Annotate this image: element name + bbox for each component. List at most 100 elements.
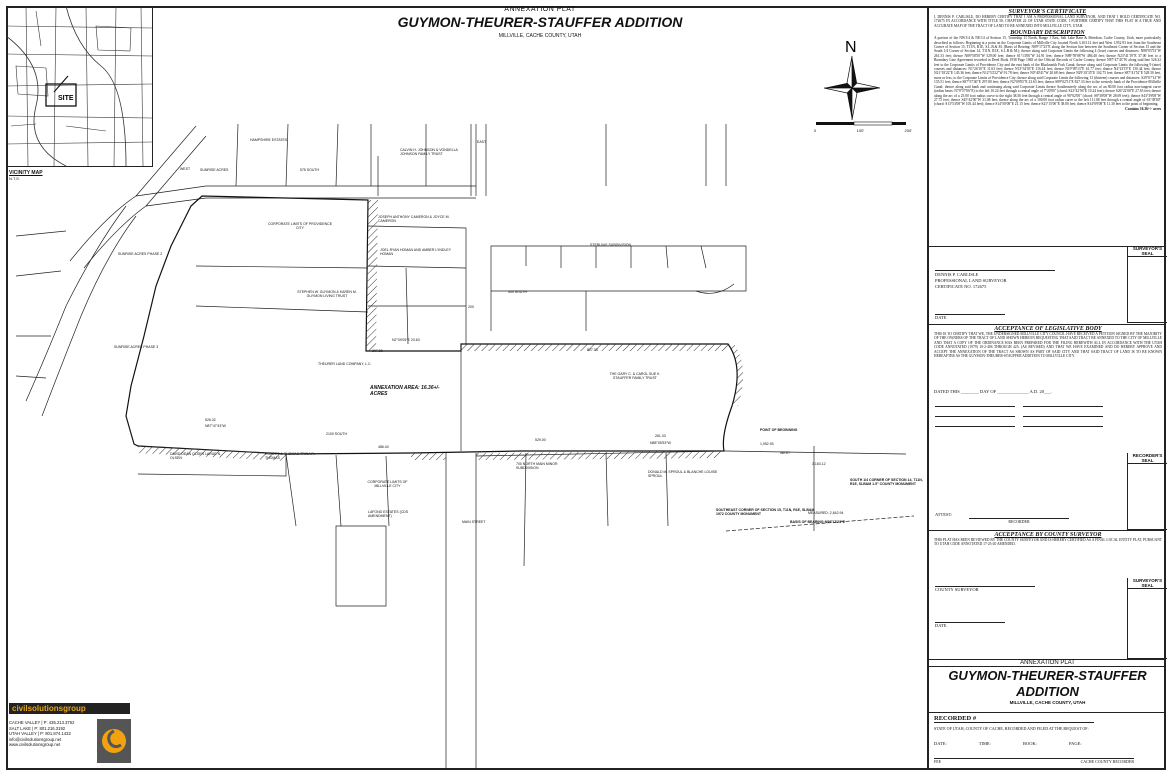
south-quarter-corner-label: SOUTH 1/4 CORNER OF SECTION 14, T11N, R1… <box>850 478 923 486</box>
company-logo: civilsolutionsgroup <box>9 703 130 714</box>
street-label-2100-south: 2100 SOUTH <box>326 432 348 436</box>
point-of-beginning-label: POINT OF BEGINNING <box>760 428 798 432</box>
recorder-seal-label: RECORDER'S SEAL <box>1128 453 1167 464</box>
recording-block: RECORDED # STATE OF UTAH, COUNTY OF CACH… <box>934 715 1162 764</box>
dim-bearing-1: N87°47'43"W <box>205 424 226 428</box>
surveyor-title: PROFESSIONAL LAND SURVEYOR <box>935 278 1007 283</box>
street-label-east: EAST <box>477 140 487 144</box>
parcel-sunrise-phase-2: SUNRISE ACRES PHASE 2 <box>118 252 163 256</box>
surveyor-certificate-title: SURVEYOR'S CERTIFICATE <box>1008 9 1087 15</box>
site-label: SITE <box>58 95 74 102</box>
right-panel: SURVEYOR'S CERTIFICATE I, DENNIS P. CARL… <box>927 6 1167 770</box>
county-surveyor-title: ACCEPTANCE BY COUNTY SURVEYOR <box>994 532 1102 538</box>
scale-bar <box>816 121 906 126</box>
dim-3163-12: 3,163.12 <box>812 462 826 466</box>
parcel-sproul: DONALD M. SPROUL & BLANCHE LOUISE SPROUL <box>648 470 718 478</box>
annexation-boundary <box>125 195 738 455</box>
title-block-location: MILLVILLE, CACHE COUNTY, UTAH <box>1009 700 1086 705</box>
parcel-thomas: ROBERT J. THOMAS TRINA R. THOMAS <box>265 452 315 460</box>
parcel-providence-limits: CORPORATE LIMITS OF PROVIDENCE CITY <box>267 222 333 230</box>
company-website: www.civilsolutionsgroup.net <box>9 742 61 747</box>
parcel-johnson-trust: CALVIN H. JOHNSON & VONDELLA JOHNSON FAM… <box>400 148 458 156</box>
boundary-description-title: BOUNDARY DESCRIPTION <box>1010 30 1085 37</box>
company-email: info@civilsolutionsgroup.net <box>9 736 62 742</box>
recording-book: BOOK: <box>1023 741 1038 746</box>
header-label: ANNEXATION PLAT <box>504 6 576 13</box>
title-block-label: ANNEXATION PLAT <box>929 660 1166 667</box>
recording-footer: FEE CACHE COUNTY RECORDER <box>934 758 1134 764</box>
parcel-millville-limits: CORPORATE LIMITS OF MILLVILLE CITY <box>367 480 408 488</box>
dim-827-33: 827.33 <box>587 348 598 352</box>
company-block: civilsolutionsgroup CACHE VALLEY | P: 43… <box>9 703 131 768</box>
vicinity-map-scale: N.T.S. <box>9 176 20 181</box>
surveyor-signature-block: DENNIS P. CARLISLE PROFESSIONAL LAND SUR… <box>935 270 1055 290</box>
parcel-homan: JOEL RYAN HOMAN AND AMBER LYNDLEY HOMAN <box>380 248 451 256</box>
council-signature-lines <box>935 406 1115 427</box>
county-surveyor-signature: COUNTY SURVEYOR <box>935 586 1035 592</box>
parcel-hampshire-estates: HAMPSHIRE ESTATES <box>250 138 288 142</box>
street-label-200: 200 <box>468 305 474 309</box>
recording-time: TIME: <box>978 741 991 746</box>
scale-label-200: 200' <box>904 128 912 133</box>
dim-297-80: 297.80 <box>372 349 383 353</box>
office-salt-lake: SALT LAKE | P: 801.216.3192 <box>9 725 66 731</box>
dim-bearing-2: N88°05'53"W <box>650 441 671 445</box>
legislative-text: THIS IS TO CERTIFY THAT WE, THE UNDERSIG… <box>934 332 1162 359</box>
office-utah-valley: UTAH VALLEY | P: 801.874.1432 <box>9 731 71 736</box>
parcel-guymon-trust: STEPHEN W. GUYMON & KAREN M. GUYMON LIVI… <box>297 290 357 298</box>
legislative-title: ACCEPTANCE OF LEGISLATIVE BODY <box>994 326 1102 332</box>
parcel-sunrise-acres: SUNRISE ACRES <box>200 168 229 172</box>
measured-distance-label: MEASURED: 2,642.94 <box>808 511 844 515</box>
county-seal-label: SURVEYOR'S SEAL <box>1128 578 1167 589</box>
basis-of-bearing-label: BASIS OF BEARING N89°17'23"E <box>790 520 846 524</box>
surveyor-cert: CERTIFICATE NO. 172675 <box>935 284 987 289</box>
company-emblem-icon <box>97 719 131 763</box>
title-block-line-1: GUYMON-THEURER-STAUFFER <box>948 668 1147 683</box>
surveyor-seal-label: SURVEYOR'S SEAL <box>1128 246 1167 257</box>
surveyor-certificate: SURVEYOR'S CERTIFICATE I, DENNIS P. CARL… <box>929 6 1166 111</box>
title-block: GUYMON-THEURER-STAUFFER ADDITION MILLVIL… <box>929 668 1166 705</box>
county-surveyor-date: DATE <box>935 622 1005 628</box>
dim-529-00: 529.00 <box>535 438 546 442</box>
street-label-400-south: 400 SOUTH <box>508 290 528 294</box>
county-surveyor-acceptance: ACCEPTANCE BY COUNTY SURVEYOR THIS PLAT … <box>934 532 1162 547</box>
surveyor-date-label: DATE <box>935 314 1005 320</box>
parcel-olsen: DAVID DEAN OLSEN LARUE N. OLSEN <box>170 452 222 460</box>
county-seal-box: SURVEYOR'S SEAL <box>1127 578 1167 659</box>
north-arrow: N <box>816 39 906 126</box>
dim-1952-93: 1,952.93 <box>760 442 774 446</box>
county-surveyor-text: THIS PLAT HAS BEEN REVIEWED BY THE COUNT… <box>934 538 1162 547</box>
recording-fee: FEE <box>934 759 942 764</box>
recording-page: PAGE: <box>1069 741 1082 746</box>
legislative-dated-line: DATED THIS ________ DAY OF _____________… <box>934 389 1052 394</box>
title-block-line-2: ADDITION <box>1016 684 1079 699</box>
annexation-area-label: ANNEXATION AREA: 16.36+/- ACRES <box>370 385 440 397</box>
header-title-block: ANNEXATION PLAT GUYMON-THEURER-STAUFFER … <box>390 6 690 39</box>
recording-fields: DATE: TIME: BOOK: PAGE: <box>934 741 1162 746</box>
surveyor-seal-box: SURVEYOR'S SEAL <box>1127 246 1167 323</box>
dim-486-40: 486.40 <box>378 445 389 449</box>
vicinity-map: SITE <box>6 6 153 167</box>
street-label-main-street: MAIN STREET <box>462 520 486 524</box>
parcel-main-minor-sub: 700 NORTH MAIN MINOR SUBDIVISION <box>516 462 558 470</box>
scale-labels: 0 100' 200' <box>814 128 912 133</box>
dim-23-63: N2°09'05"E 23.63 <box>392 338 420 342</box>
recording-date: DATE: <box>934 741 947 746</box>
north-letter: N <box>845 39 857 56</box>
parcel-sterling-subdivision: STERLING SUBDIVISION <box>590 243 632 247</box>
office-cache-valley: CACHE VALLEY | P: 435.213.3762 <box>9 720 75 725</box>
plat-drawing <box>15 123 915 770</box>
street-label-west-2: WEST <box>780 451 791 455</box>
attest-label: ATTEST: <box>935 512 953 517</box>
surveyor-name: DENNIS P. CARLISLE <box>935 272 979 277</box>
plat-sheet <box>6 6 1166 770</box>
scale-label-0: 0 <box>814 128 817 133</box>
scale-label-100: 100' <box>856 128 865 133</box>
recording-recorder: CACHE COUNTY RECORDER <box>1080 759 1134 764</box>
dim-261-33: 261.33 <box>655 434 666 438</box>
recorded-number: RECORDED # <box>934 715 1094 723</box>
vicinity-map-drawing: SITE <box>6 6 152 166</box>
parcel-sunrise-phase-3: SUNRISE ACRES PHASE 3 <box>114 345 159 349</box>
parcel-theurer: THEURER LAND COMPANY, L.C. <box>318 362 372 366</box>
surveyor-certificate-text: I, DENNIS P. CARLISLE, DO HEREBY CERTIFY… <box>934 15 1161 28</box>
